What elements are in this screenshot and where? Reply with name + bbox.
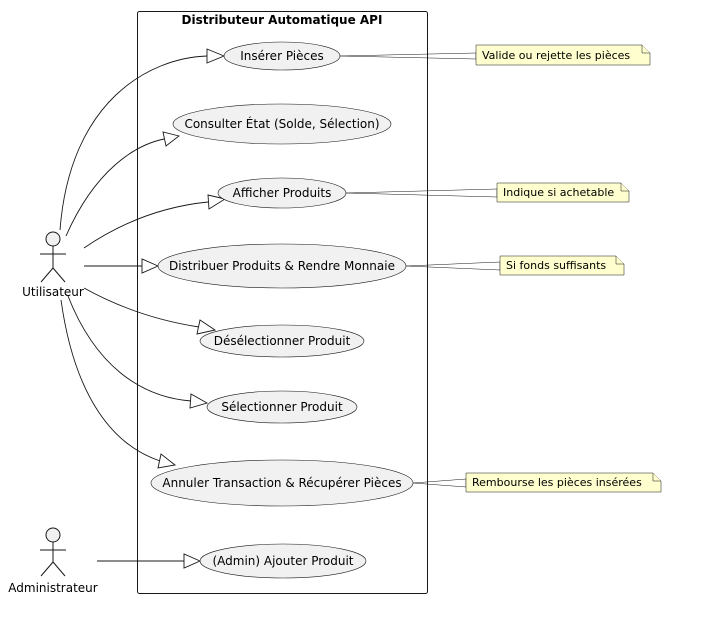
note-inserer-pieces: Valide ou rejette les pièces [339,44,651,66]
svg-text:Insérer Pièces: Insérer Pièces [240,49,324,63]
use-case-afficher-produits[interactable]: Afficher Produits [217,177,347,209]
actor-head-icon [45,527,61,543]
note-annuler: Rembourse les pièces insérées [412,472,662,493]
svg-text:Annuler Transaction & Récupére: Annuler Transaction & Récupérer Pièces [162,476,401,490]
system-boundary [137,11,428,594]
svg-text:Afficher Produits: Afficher Produits [233,186,332,200]
svg-text:Distribuer Produits & Rendre M: Distribuer Produits & Rendre Monnaie [169,259,395,273]
assoc-selectionner [67,295,192,402]
use-case-annuler[interactable]: Annuler Transaction & Récupérer Pièces [150,459,414,507]
svg-text:Consulter État (Solde, Sélecti: Consulter État (Solde, Sélection) [184,116,379,131]
svg-text:Valide ou rejette les pièces: Valide ou rejette les pièces [482,49,630,62]
assoc-inserer-pieces [59,55,208,231]
use-case-inserer-pieces[interactable]: Insérer Pièces [223,41,341,71]
assoc-consulter-etat [65,138,165,237]
note-distribuer: Si fonds suffisants [405,255,625,276]
actor-label-administrateur: Administrateur [8,581,98,595]
actor-utilisateur[interactable]: Utilisateur [22,231,84,299]
use-case-ajouter-produit[interactable]: (Admin) Ajouter Produit [199,543,367,579]
svg-text:Rembourse les pièces insérées: Rembourse les pièces insérées [472,476,642,489]
use-case-distribuer[interactable]: Distribuer Produits & Rendre Monnaie [157,243,407,289]
use-case-selectionner[interactable]: Sélectionner Produit [206,390,358,424]
assoc-deselectionner [83,287,200,328]
system-title: Distributeur Automatique API [182,13,383,27]
use-case-deselectionner[interactable]: Désélectionner Produit [199,324,365,358]
actor-head-icon [45,231,61,247]
use-case-consulter-etat[interactable]: Consulter État (Solde, Sélection) [172,103,392,145]
actor-administrateur[interactable]: Administrateur [8,527,98,595]
svg-text:Sélectionner Produit: Sélectionner Produit [221,400,343,414]
svg-text:(Admin) Ajouter Produit: (Admin) Ajouter Produit [212,554,353,568]
actor-label-utilisateur: Utilisateur [22,285,84,299]
svg-text:Indique si achetable: Indique si achetable [503,186,614,199]
svg-text:Si fonds suffisants: Si fonds suffisants [506,259,606,272]
assoc-annuler [60,299,161,462]
associations [59,48,227,569]
note-afficher-produits: Indique si achetable [345,182,630,203]
assoc-afficher-produits [83,201,209,249]
svg-text:Désélectionner Produit: Désélectionner Produit [214,334,351,348]
